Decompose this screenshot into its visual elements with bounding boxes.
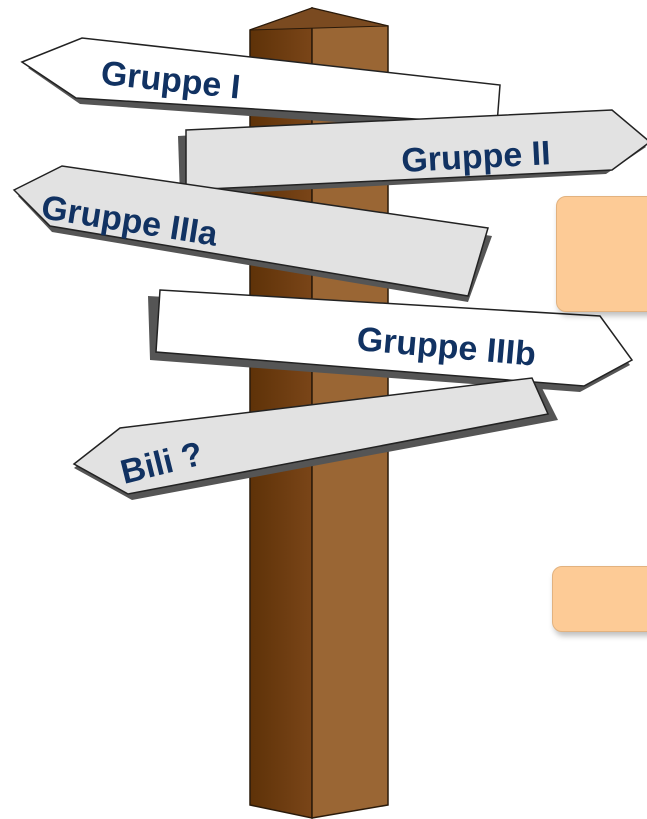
orange-box-upper bbox=[556, 196, 647, 312]
orange-box-lower bbox=[552, 566, 647, 632]
sign-gruppe-ii: Gruppe II bbox=[178, 110, 647, 196]
sign-label-gruppe-ii: Gruppe II bbox=[400, 134, 551, 180]
